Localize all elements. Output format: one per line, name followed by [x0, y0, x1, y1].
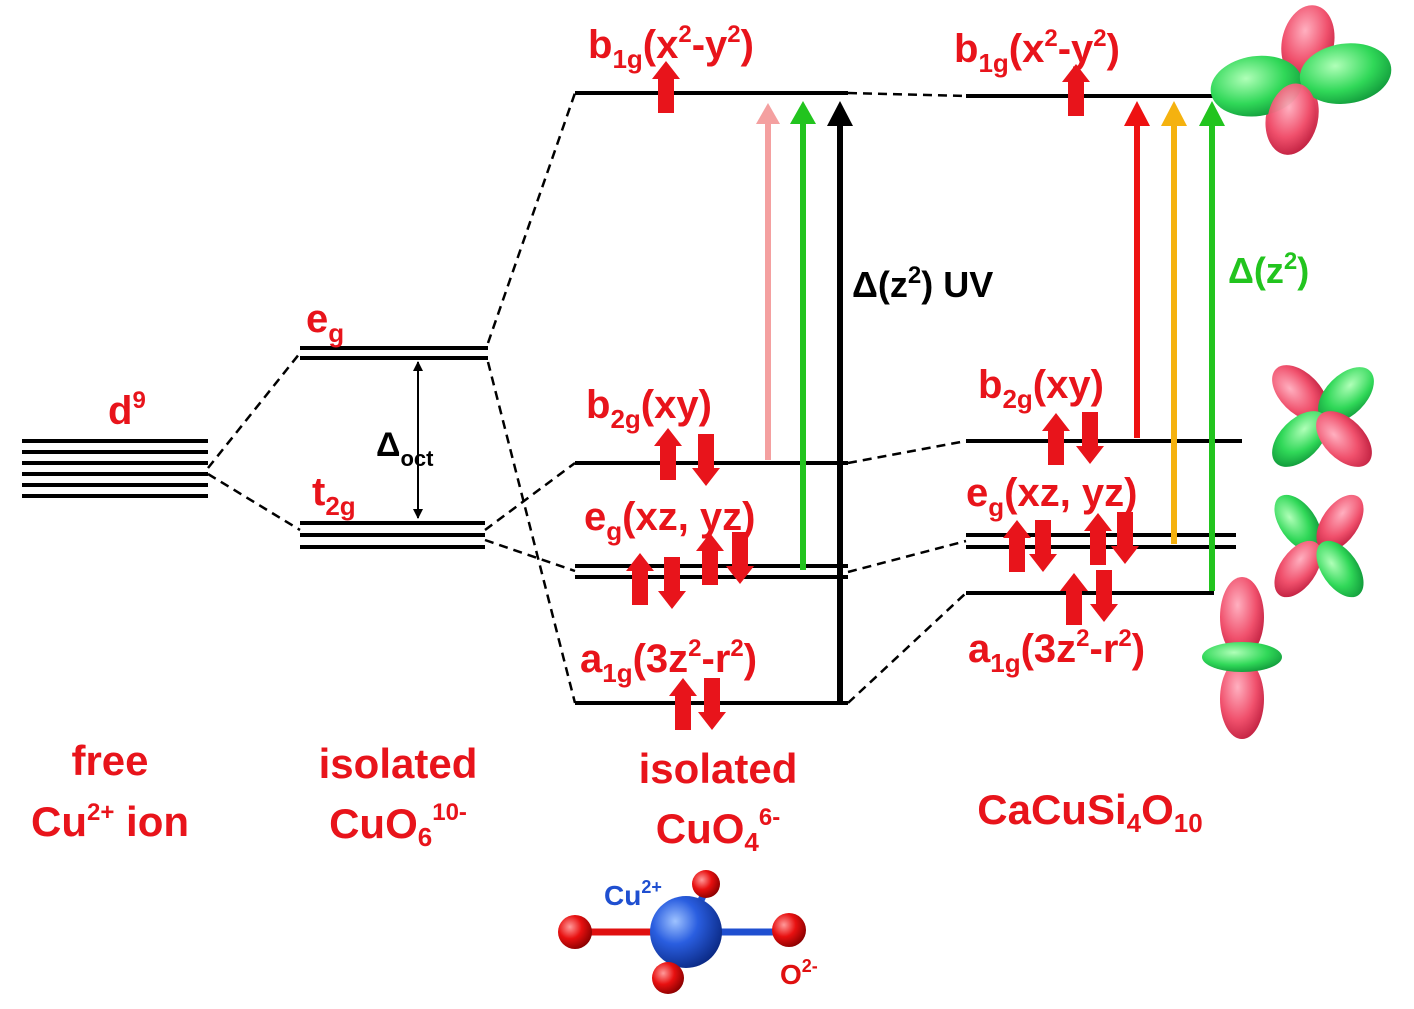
- spin-down-b2g-right: [1076, 412, 1104, 464]
- cu-atom: [650, 896, 722, 968]
- spin-down-eg-right-a: [1029, 520, 1057, 572]
- label-b2g-right: b2g(xy): [978, 363, 1104, 414]
- caption-cuo6-line2: CuO610-: [329, 799, 467, 852]
- spin-down-eg-mid-a: [658, 557, 686, 609]
- label-delta-z2: Δ(z2): [1228, 248, 1309, 291]
- spin-down-eg-right-b: [1111, 512, 1139, 564]
- label-b2g-mid: b2g(xy): [586, 383, 712, 434]
- label-egxz-mid: eg(xz, yz): [584, 495, 756, 546]
- label-b1g-right: b1g(x2-y2): [954, 25, 1120, 78]
- transition-arrows-mid: [756, 101, 853, 702]
- label-delta-uv: Δ(z2) UV: [852, 262, 993, 305]
- orbital-dx2y2-icon: [1210, 5, 1392, 155]
- electron-spins: [626, 61, 1139, 730]
- caption-free-ion-line2: Cu2+ ion: [31, 798, 189, 845]
- spin-up-b1g-mid: [652, 61, 680, 113]
- spin-up-eg-mid-a: [626, 553, 654, 605]
- label-o2minus: O2-: [780, 956, 818, 990]
- spin-up-a1g-right: [1060, 573, 1088, 625]
- label-a1g-mid: a1g(3z2-r2): [580, 635, 757, 688]
- cacusi-levels: [966, 94, 1242, 595]
- octahedral-t2g-level: [300, 521, 485, 549]
- o-atom: [772, 913, 806, 947]
- orbital-dxz-icon: [1274, 494, 1364, 598]
- label-egxz-right: eg(xz, yz): [966, 471, 1138, 522]
- spin-up-eg-right-b: [1084, 513, 1112, 565]
- spin-up-eg-right-a: [1003, 520, 1031, 572]
- caption-cuo4-line2: CuO46-: [656, 804, 780, 857]
- spin-up-b2g-mid: [654, 428, 682, 480]
- orbital-dz2-icon: [1202, 577, 1282, 739]
- spin-down-b2g-mid: [692, 434, 720, 486]
- label-a1g-right: a1g(3z2-r2): [968, 625, 1145, 678]
- spin-up-b1g-right: [1062, 64, 1090, 116]
- spin-up-eg-mid-b: [696, 533, 724, 585]
- label-eg: eg: [306, 297, 344, 348]
- caption-cuo4-line1: isolated: [639, 745, 798, 792]
- o-atom: [558, 915, 592, 949]
- correlation-lines: [207, 91, 967, 704]
- caption-cuo6-line1: isolated: [319, 740, 478, 787]
- spin-down-a1g-mid: [698, 678, 726, 730]
- transition-arrows-right: [1124, 101, 1225, 591]
- label-b1g-mid: b1g(x2-y2): [588, 21, 754, 74]
- free-ion-levels: [22, 439, 208, 498]
- caption-free-ion-line1: free: [71, 737, 148, 784]
- label-d9: d9: [108, 387, 146, 433]
- label-delta-oct: Δoct: [376, 426, 434, 471]
- spin-up-b2g-right: [1042, 413, 1070, 465]
- spin-down-a1g-right: [1090, 570, 1118, 622]
- caption-cacusi: CaCuSi4O10: [977, 786, 1202, 838]
- o-atom: [692, 870, 720, 898]
- octahedral-eg-level: [300, 346, 488, 360]
- o-atom: [652, 962, 684, 994]
- orbital-dxy-icon: [1272, 365, 1374, 467]
- spin-up-a1g-mid: [669, 678, 697, 730]
- cuo4-molecule-icon: [558, 870, 806, 994]
- label-t2g: t2g: [312, 470, 356, 521]
- label-cu2plus: Cu2+: [604, 877, 662, 911]
- spin-down-eg-mid-b: [726, 532, 754, 584]
